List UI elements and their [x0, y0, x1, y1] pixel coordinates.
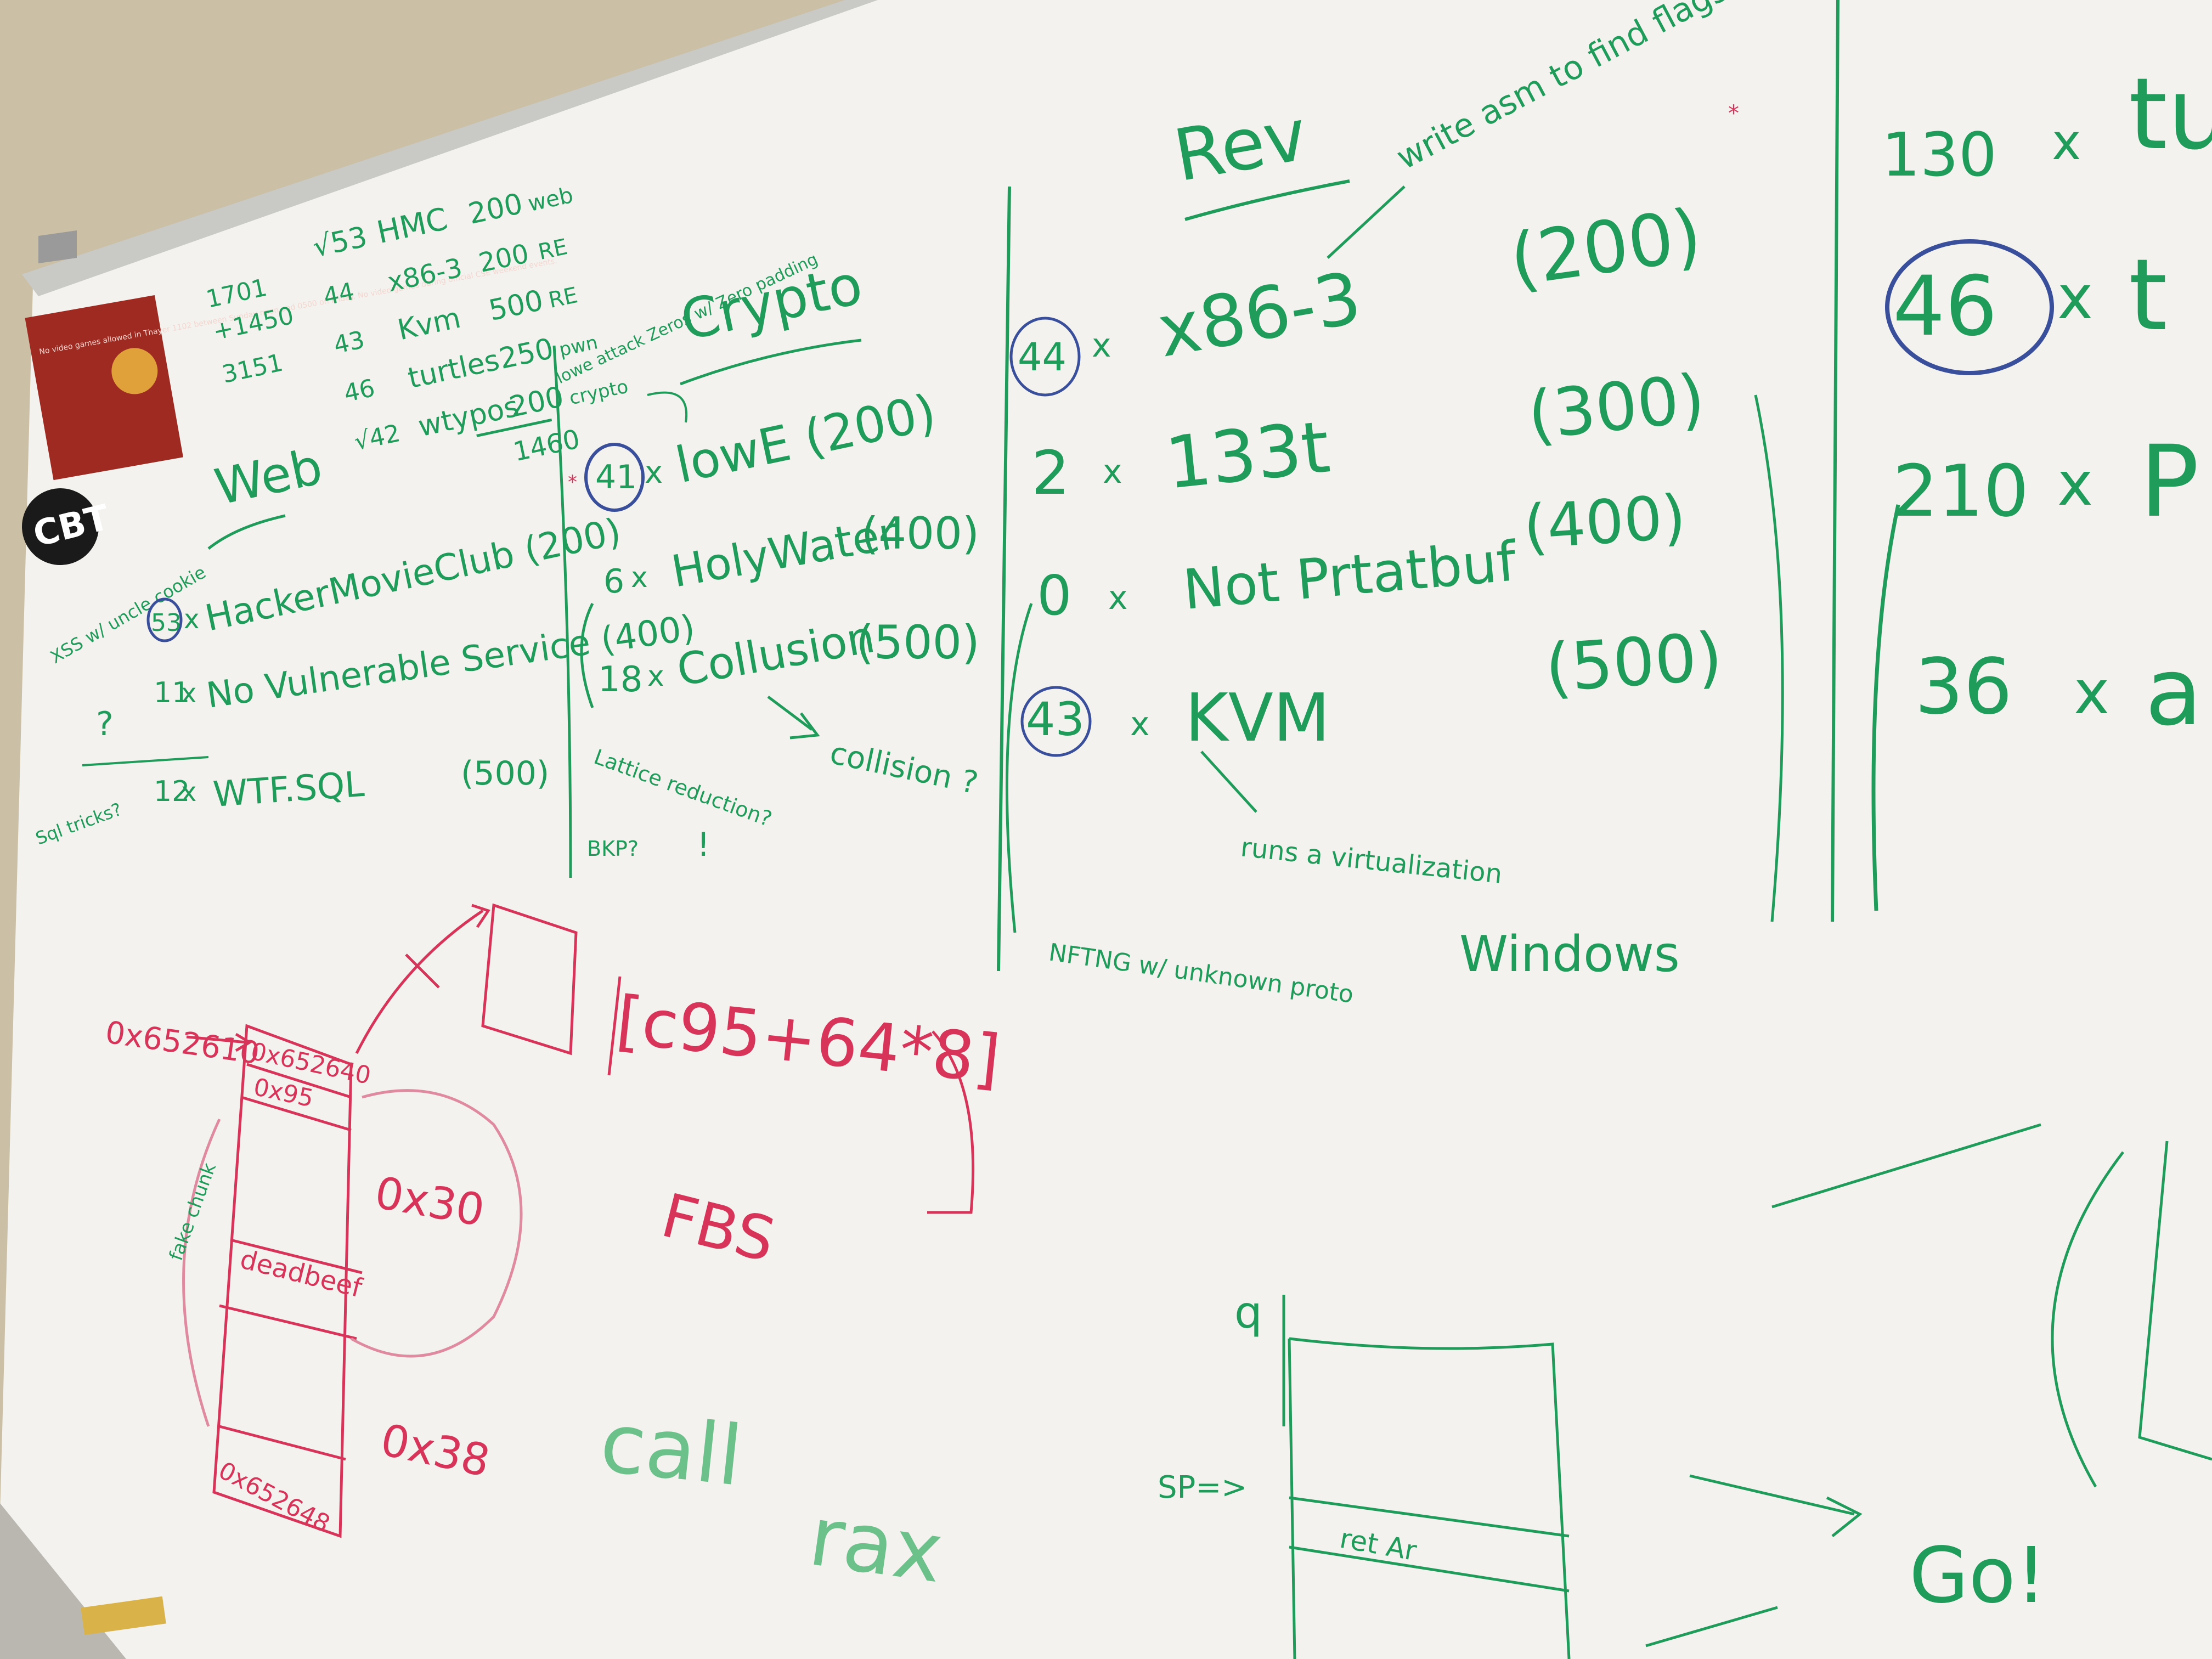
- right-name: P: [2140, 425, 2199, 539]
- marker-on-tray: [81, 1596, 166, 1635]
- crypto-points: (500): [856, 616, 980, 669]
- rev-x: x: [1108, 579, 1128, 617]
- right-x: x: [2057, 262, 2093, 332]
- web-x: x: [181, 678, 196, 709]
- web-count: 12: [154, 775, 190, 808]
- rev-points: (300): [1525, 360, 1708, 455]
- rev-points: (400): [1521, 482, 1688, 563]
- call-word: call: [596, 1395, 747, 1505]
- crypto-x: x: [645, 455, 663, 490]
- right-count: 210: [1893, 449, 2029, 533]
- tally-count: 46: [341, 374, 377, 408]
- right-name: tu: [2129, 57, 2212, 172]
- rev-count: 44: [1018, 335, 1066, 380]
- memory-diagram: [182, 903, 975, 1538]
- right-x: x: [2057, 449, 2093, 519]
- crypto-count: 41: [595, 458, 637, 496]
- tally-category: RE: [546, 283, 580, 313]
- rev-points: (500): [1543, 619, 1725, 707]
- crypto-count: 18: [598, 659, 642, 700]
- board-top-frame: [22, 0, 878, 296]
- crypto-points: (400): [861, 508, 979, 559]
- right-count: 46: [1893, 259, 1997, 354]
- divider-line: [1831, 0, 1839, 922]
- stack-diagram: [1282, 1123, 2212, 1659]
- stack-q-label: q: [1234, 1287, 1262, 1338]
- rev-count: 43: [1026, 692, 1085, 746]
- rax-word: rax: [804, 1488, 949, 1601]
- rev-challenge: KVM: [1185, 680, 1330, 757]
- call-rax-note: call rax: [596, 1395, 949, 1602]
- board-clip: [38, 230, 77, 263]
- divider-line: [997, 186, 1011, 972]
- star-mark: *: [1728, 101, 1739, 126]
- right-name: a: [2145, 638, 2202, 747]
- web-x: x: [184, 604, 199, 635]
- rev-challenge: 133t: [1161, 405, 1333, 505]
- right-name: t: [2129, 238, 2168, 353]
- right-count: 130: [1882, 120, 1997, 190]
- web-count: 11: [154, 676, 190, 709]
- rev-count: 0: [1037, 563, 1072, 628]
- web-x: x: [181, 777, 196, 808]
- stack-sp-label: SP=>: [1158, 1470, 1247, 1505]
- crypto-exclaim: !: [697, 826, 710, 864]
- rev-x: x: [1130, 705, 1150, 743]
- tally-count: 43: [331, 326, 367, 360]
- crypto-x: x: [631, 561, 648, 594]
- tally-category: RE: [536, 234, 569, 265]
- right-count: 36: [1915, 642, 2012, 732]
- right-x: x: [2074, 657, 2109, 727]
- crypto-x: x: [647, 660, 664, 693]
- right-column: 130 x tu 46 x t 210 x P 36 x a: [1871, 57, 2212, 911]
- stack-go-label: Go!: [1909, 1531, 2046, 1621]
- web-count: 53: [151, 609, 182, 637]
- divider-line: [552, 345, 572, 878]
- web-question: ?: [96, 705, 114, 743]
- rev-x: x: [1092, 326, 1111, 365]
- rev-windows-note: Windows: [1459, 926, 1680, 983]
- rev-count: 2: [1031, 438, 1070, 508]
- right-x: x: [2052, 114, 2081, 171]
- star-mark: *: [568, 471, 577, 493]
- tally-count: 44: [321, 278, 357, 312]
- rev-x: x: [1103, 453, 1122, 491]
- web-points: (500): [461, 754, 549, 793]
- crypto-count: 6: [603, 562, 624, 601]
- crypto-bkp-note: BKP?: [587, 837, 639, 861]
